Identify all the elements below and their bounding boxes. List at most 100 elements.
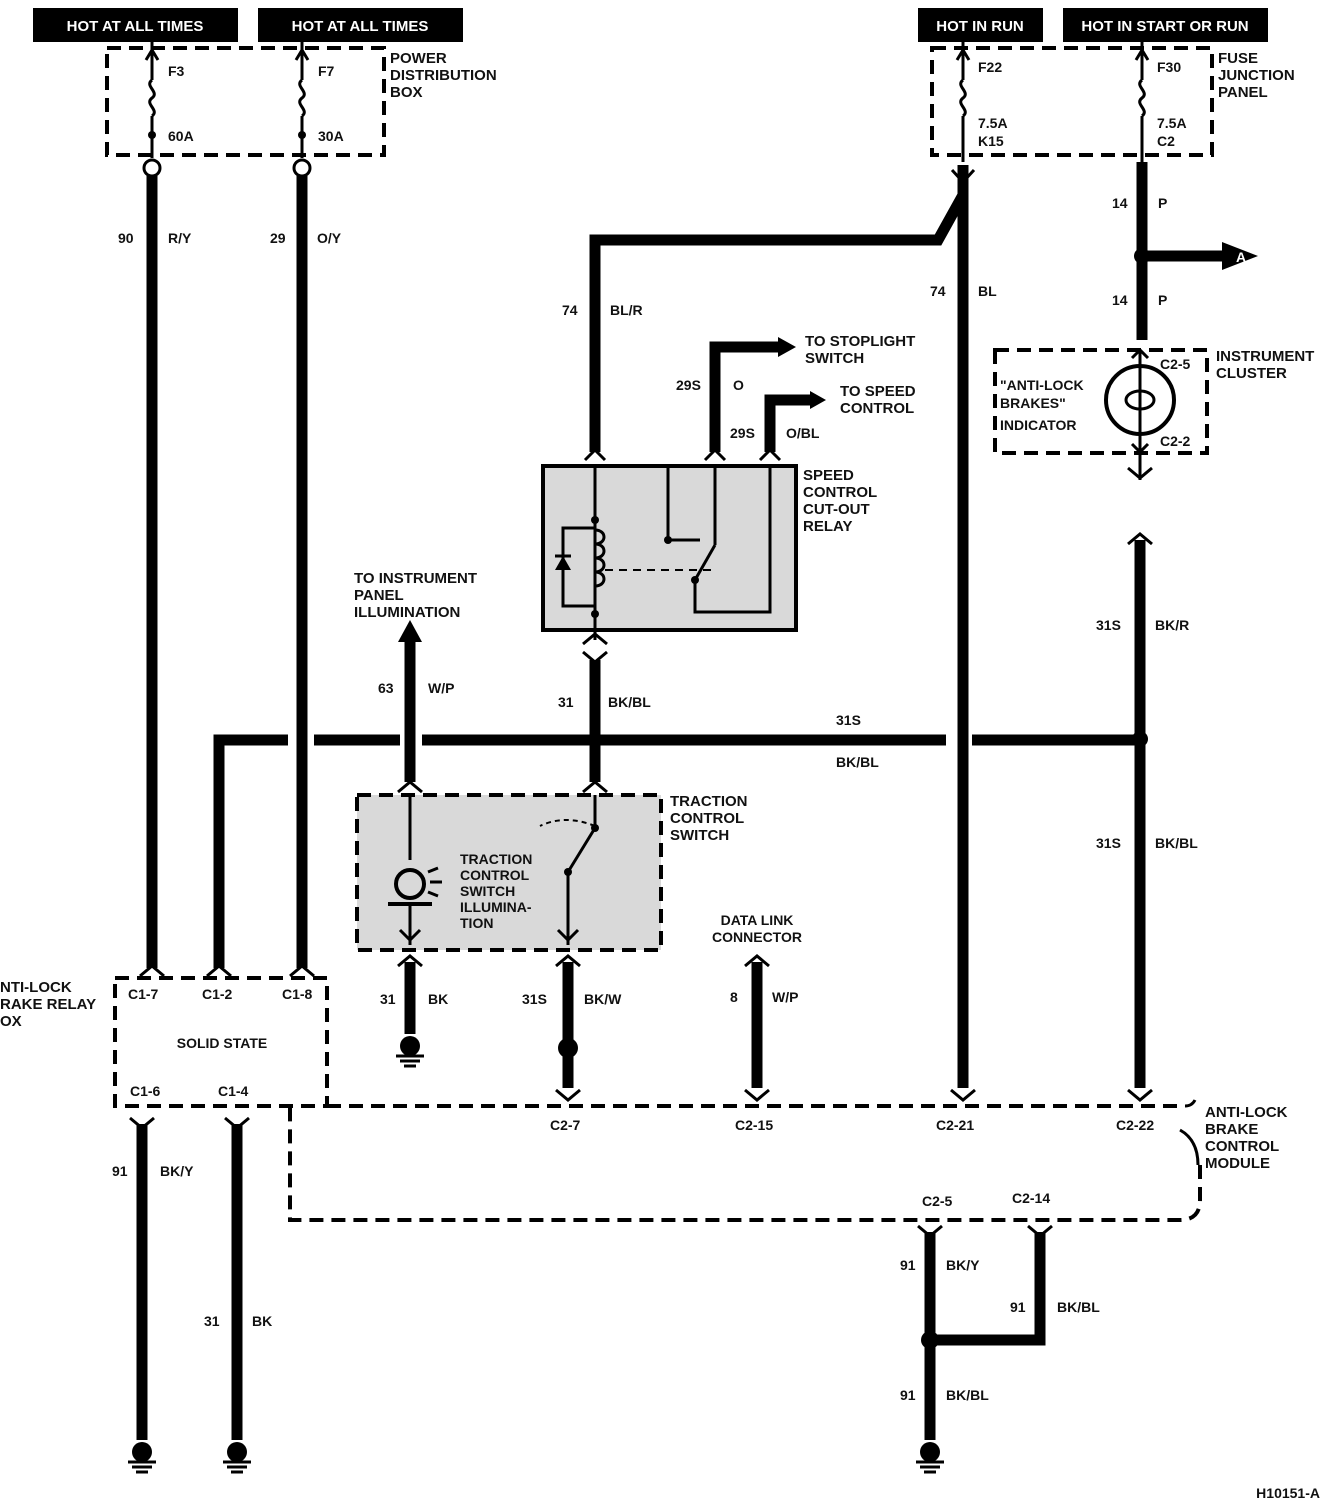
cluster-title-2: CLUSTER — [1216, 365, 1287, 382]
cluster-pin-top: C2-5 — [1160, 356, 1191, 372]
power-box-title-3: BOX — [390, 84, 423, 101]
indicator-label-3: INDICATOR — [1000, 417, 1076, 433]
wire-color: BK/BL — [836, 754, 879, 770]
wire-14-p: A 14 P 14 P — [1112, 162, 1258, 340]
anti-lock-brake-control-module: ANTI-LOCK BRAKE CONTROL MODULE C2-7 C2-1… — [288, 1088, 1288, 1238]
pin-c1-4: C1-4 — [218, 1083, 249, 1099]
illum-label-3: SWITCH — [460, 883, 515, 899]
header-hot-at-all-times-1: HOT AT ALL TIMES — [33, 8, 238, 42]
fuse-f3: F3 60A — [144, 42, 194, 158]
fuse-f22-rating: 7.5A — [978, 115, 1008, 131]
wire-color: W/P — [772, 989, 798, 1005]
pin-c1-2: C1-2 — [202, 986, 233, 1002]
figure-id: H10151-A — [1256, 1485, 1320, 1501]
module-title-3: CONTROL — [1205, 1138, 1279, 1155]
header-label: HOT AT ALL TIMES — [67, 18, 204, 35]
wire-74: 74 BL/R 74 BL — [562, 165, 997, 1088]
wire-number: 91 — [112, 1163, 128, 1179]
cluster-title-1: INSTRUMENT — [1216, 348, 1314, 365]
dest-stoplight-2: SWITCH — [805, 350, 864, 367]
fuse-f30-connector: C2 — [1157, 133, 1175, 149]
illum-label-2: CONTROL — [460, 867, 530, 883]
data-link-title-2: CONNECTOR — [712, 929, 802, 945]
wire-color: BK — [252, 1313, 272, 1329]
wire-number: 31 — [558, 694, 574, 710]
wire-number: 14 — [1112, 292, 1128, 308]
power-box-title-2: DISTRIBUTION — [390, 67, 497, 84]
wire-color: O/BL — [786, 425, 820, 441]
traction-control-switch: TRACTION CONTROL SWITCH TRACTION CONTROL… — [355, 780, 748, 952]
header-label: HOT IN RUN — [936, 18, 1024, 35]
wire-31-bk-ground: 31 BK — [380, 954, 448, 1068]
traction-title-3: SWITCH — [670, 827, 729, 844]
header-hot-in-start-or-run: HOT IN START OR RUN — [1063, 8, 1268, 42]
wire-number: 31S — [1096, 835, 1121, 851]
wire-color: BL/R — [610, 302, 643, 318]
wire-number: 31S — [522, 991, 547, 1007]
relay-title-4: RELAY — [803, 518, 852, 535]
pin-c2-22: C2-22 — [1116, 1117, 1154, 1133]
illum-label-5: TION — [460, 915, 493, 931]
wire-color: R/Y — [168, 230, 192, 246]
wire-number: 63 — [378, 680, 394, 696]
wire-color: BK/BL — [608, 694, 651, 710]
instrument-cluster: INSTRUMENT CLUSTER "ANTI-LOCK BRAKES" IN… — [993, 347, 1314, 455]
wire-63-wp: TO INSTRUMENT PANEL ILLUMINATION 63 W/P — [354, 570, 477, 782]
pin-c2-14: C2-14 — [1012, 1190, 1050, 1206]
wire-color: BL — [978, 283, 997, 299]
power-distribution-box: POWER DISTRIBUTION BOX F3 60A F7 30A — [105, 42, 497, 158]
header-label: HOT IN START OR RUN — [1081, 18, 1248, 35]
wire-29-oy: 29 O/Y — [270, 158, 342, 968]
illum-label-4: ILLUMINA- — [460, 899, 532, 915]
wire-color: BK/Y — [160, 1163, 194, 1179]
pin-c1-7: C1-7 — [128, 986, 159, 1002]
fuse-f7-rating: 30A — [318, 128, 344, 144]
wire-90-ry: 90 R/Y — [118, 158, 192, 968]
fuse-panel-title-1: FUSE — [1218, 50, 1258, 67]
dest-panel-3: ILLUMINATION — [354, 604, 460, 621]
arrow-a-label: A — [1236, 249, 1246, 265]
wire-color: P — [1158, 195, 1167, 211]
pin-c2-5: C2-5 — [922, 1193, 953, 1209]
wire-29s-o: 29S O TO STOPLIGHT SWITCH — [676, 333, 915, 452]
fuse-f22-name: F22 — [978, 59, 1002, 75]
fuse-f30-rating: 7.5A — [1157, 115, 1187, 131]
wire-31-bkbl: 31 BK/BL — [558, 632, 651, 782]
wire-color: O/Y — [317, 230, 342, 246]
indicator-label-1: "ANTI-LOCK — [1000, 377, 1084, 393]
wire-number: 91 — [900, 1387, 916, 1403]
anti-lock-indicator-lamp-icon — [1104, 347, 1176, 455]
fuse-f3-rating: 60A — [168, 128, 194, 144]
fuse-f3-name: F3 — [168, 63, 185, 79]
relay-box-title-1: NTI-LOCK — [0, 979, 72, 996]
wire-number: 91 — [900, 1257, 916, 1273]
wire-color: W/P — [428, 680, 454, 696]
wire-number: 8 — [730, 989, 738, 1005]
wire-31s-right: 31S BK/R 31S BK/BL — [1096, 455, 1198, 1088]
wire-color: BK/W — [584, 991, 622, 1007]
fuse-f7: F7 30A — [294, 42, 344, 158]
wire-number: 31S — [836, 712, 861, 728]
wire-color: BK/BL — [1155, 835, 1198, 851]
indicator-label-2: BRAKES" — [1000, 395, 1066, 411]
module-title-2: BRAKE — [1205, 1121, 1258, 1138]
relay-title-1: SPEED — [803, 467, 854, 484]
wire-31s-bkw: 31S BK/W — [522, 954, 622, 1088]
dest-panel-1: TO INSTRUMENT — [354, 570, 477, 587]
ground-icon — [223, 1442, 251, 1474]
wire-color: O — [733, 377, 744, 393]
wire-number: 29S — [676, 377, 701, 393]
wire-number: 74 — [930, 283, 946, 299]
dest-panel-2: PANEL — [354, 587, 404, 604]
ground-icon — [396, 1036, 424, 1068]
data-link-title-1: DATA LINK — [721, 912, 794, 928]
fuse-panel-title-3: PANEL — [1218, 84, 1268, 101]
dest-speed-control-1: TO SPEED — [840, 383, 916, 400]
wire-number: 14 — [1112, 195, 1128, 211]
wire-color: BK/BL — [1057, 1299, 1100, 1315]
wire-color: BK — [428, 991, 448, 1007]
power-box-title-1: POWER — [390, 50, 447, 67]
header-label: HOT AT ALL TIMES — [292, 18, 429, 35]
header-hot-in-run: HOT IN RUN — [918, 8, 1043, 42]
